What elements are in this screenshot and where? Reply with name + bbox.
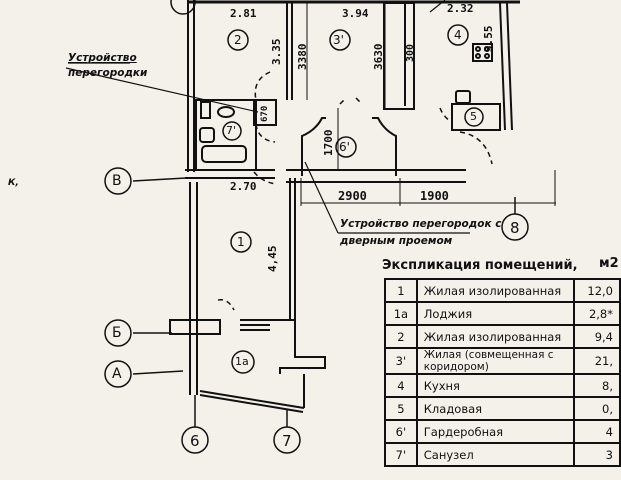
wall-room1-right (289, 178, 296, 320)
room-label-6: 6' (339, 140, 350, 154)
room-area: 12,0 (572, 278, 621, 303)
room-number: 3' (384, 347, 418, 375)
wall-middle (185, 169, 466, 183)
axis-label-7: 7 (282, 432, 292, 450)
room-label-1a: 1а (235, 355, 249, 368)
axis-label-b: Б (112, 325, 122, 341)
stove-icon (472, 43, 493, 62)
room-name: Жилая изолированная (415, 278, 575, 303)
wardrobe-walls (301, 117, 397, 176)
dim-span-right: 1900 (420, 189, 449, 203)
room-name: Санузел (415, 442, 575, 467)
dim-room4-width: 2.32 (447, 2, 474, 15)
leader-lines (65, 0, 470, 234)
room-area: 2,8* (572, 301, 621, 326)
room-label-2: 2 (234, 33, 242, 47)
loggia-walls (169, 319, 326, 413)
room-label-7: 7' (226, 124, 237, 137)
room-number: 4 (384, 373, 418, 398)
room-area: 3 (572, 442, 621, 467)
room-name: Жилая изолированная (415, 324, 575, 349)
dim-partition: 670 (260, 105, 270, 122)
bathtub-icon (201, 145, 247, 163)
axis-label-a: А (112, 366, 122, 382)
axis-label-v: В (112, 173, 122, 189)
room-name: Жилая (совмещенная с коридором) (415, 347, 575, 375)
room-area: 0, (572, 396, 621, 421)
dim-room1-depth: 4,45 (266, 245, 279, 273)
dim-room2-depth: 3.35 (270, 38, 283, 66)
room-number: 2 (384, 324, 418, 349)
table-row: 3'Жилая (совмещенная с коридором)21, (384, 347, 621, 375)
room-number: 5 (384, 396, 418, 421)
dim-room6-depth: 1700 (322, 129, 335, 157)
door-note-line2: дверным проемом (340, 235, 453, 247)
room-name: Гардеробная (415, 419, 575, 444)
room-area: 4 (572, 419, 621, 444)
dim-span-left: 2900 (338, 189, 367, 203)
axis-label-8: 8 (510, 219, 520, 237)
room-area: 21, (572, 347, 621, 375)
partition-note-line1: Устройство (68, 52, 137, 64)
wall-room2-room3 (286, 3, 293, 100)
room-area: 8, (572, 373, 621, 398)
dim-room4-depth: 3.55 (482, 25, 495, 53)
door-note-line1: Устройство перегородок с (340, 218, 502, 230)
washbasin-icon (199, 127, 215, 143)
room-number: 6' (384, 419, 418, 444)
room-label-1: 1 (237, 235, 245, 249)
room-label-4: 4 (454, 28, 462, 42)
dim-cabinet: 300 (405, 43, 416, 62)
explication-unit: м2 (599, 256, 619, 271)
margin-mark: К, (8, 178, 19, 188)
door-swings (217, 71, 493, 311)
partition-note-line2: перегородки (68, 67, 148, 79)
dimension-lines (300, 3, 556, 206)
dim-room3-width: 3.94 (342, 7, 369, 20)
room-label-3: 3' (333, 33, 344, 47)
room-area: 9,4 (572, 324, 621, 349)
wall-right (499, 2, 513, 131)
storage-walls (451, 103, 501, 131)
dim-closet-depth: 3630 (372, 43, 385, 71)
wall-left-outer (187, 0, 198, 395)
heater-icon (200, 101, 211, 119)
room-number: 7' (384, 442, 418, 467)
dim-room3-inner: 3380 (296, 43, 309, 71)
room-name: Лоджия (415, 301, 575, 326)
dim-bath-width: 2.70 (230, 180, 257, 193)
axis-markers (104, 0, 529, 454)
toilet-icon (217, 106, 235, 118)
closet-block (383, 2, 415, 110)
room-number: 1а (384, 301, 418, 326)
room-name: Кухня (415, 373, 575, 398)
room-label-5: 5 (470, 110, 477, 123)
explication-title: Экспликация помещений, (382, 258, 578, 273)
dim-room2-width: 2.81 (230, 7, 257, 20)
axis-label-6: 6 (190, 432, 200, 450)
room-name: Кладовая (415, 396, 575, 421)
kitchen-sink-icon (455, 90, 471, 104)
room-number: 1 (384, 278, 418, 303)
